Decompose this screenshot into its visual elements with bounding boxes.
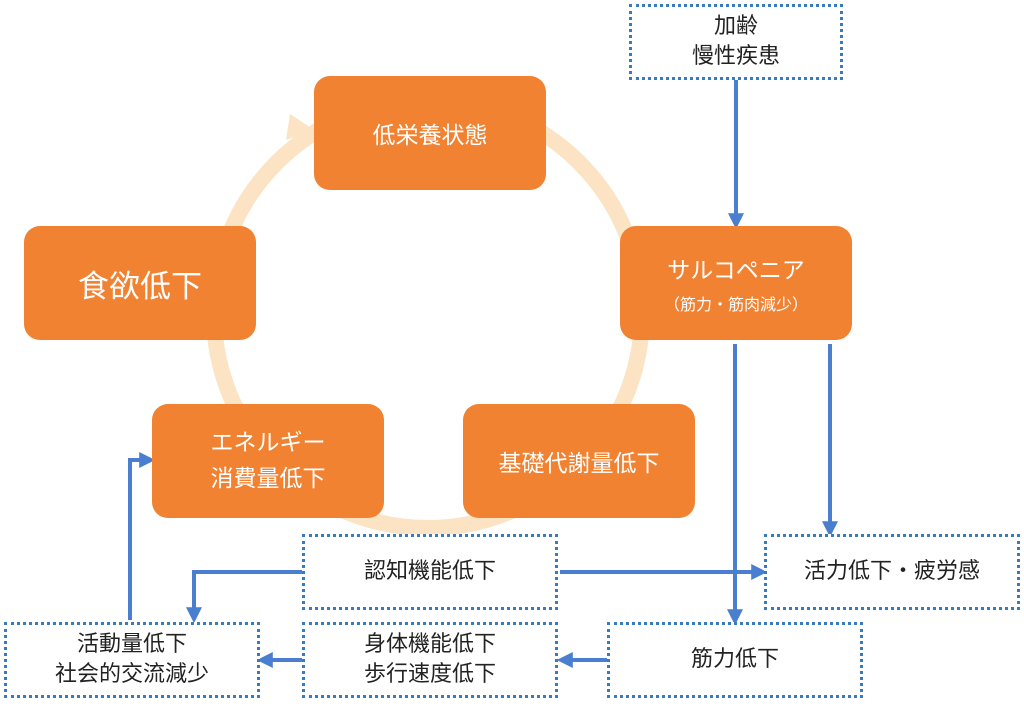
node-basal-metabolism: 基礎代謝量低下 — [463, 404, 695, 518]
arrow-cognitive-to-activity — [186, 570, 302, 624]
node-vitality-label: 活力低下・疲労感 — [803, 559, 980, 584]
node-sarcopenia: サルコペニア （筋力・筋肉減少） — [620, 226, 852, 340]
node-activity-line2: 社会的交流減少 — [54, 662, 209, 687]
node-vitality-fatigue: 活力低下・疲労感 — [764, 534, 1020, 610]
node-appetite-label: 食欲低下 — [78, 268, 202, 305]
node-energy-expenditure: エネルギー 消費量低下 — [152, 404, 384, 518]
node-malnutrition: 低栄養状態 — [314, 76, 546, 190]
node-physical-line2: 歩行速度低下 — [363, 662, 496, 687]
node-physical-function: 身体機能低下 歩行速度低下 — [302, 622, 558, 698]
node-activity-line1: 活動量低下 — [76, 632, 187, 657]
node-activity-social: 活動量低下 社会的交流減少 — [4, 622, 260, 698]
node-malnutrition-label: 低栄養状態 — [372, 123, 488, 149]
node-appetite: 食欲低下 — [24, 226, 256, 340]
node-muscle-strength: 筋力低下 — [607, 622, 863, 698]
node-sarcopenia-sublabel: （筋力・筋肉減少） — [663, 295, 808, 314]
node-muscle-label: 筋力低下 — [690, 647, 779, 672]
arrow-activity-to-energy — [128, 452, 156, 620]
node-aging-line1: 加齢 — [713, 14, 758, 39]
node-physical-line1: 身体機能低下 — [363, 632, 496, 657]
node-basal-metabolism-label: 基礎代謝量低下 — [498, 451, 660, 477]
node-cognitive-label: 認知機能低下 — [363, 559, 496, 584]
node-aging-line2: 慢性疾患 — [691, 44, 780, 69]
node-sarcopenia-label: サルコペニア — [667, 258, 805, 284]
node-energy-line1: エネルギー — [210, 430, 326, 456]
node-cognitive-decline: 認知機能低下 — [302, 534, 558, 610]
node-energy-line2: 消費量低下 — [210, 466, 326, 492]
node-aging-chronic: 加齢 慢性疾患 — [629, 4, 843, 80]
ring-arrowhead — [286, 114, 314, 140]
